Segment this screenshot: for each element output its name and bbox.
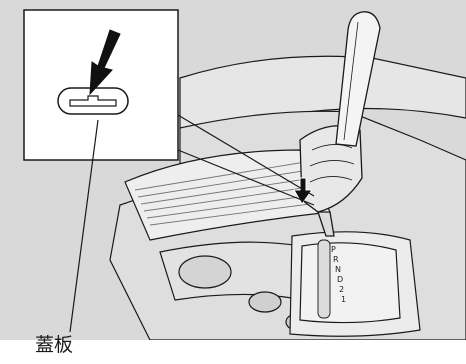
gear-label: D (337, 275, 343, 284)
gear-label: 1 (341, 295, 346, 304)
callout-inset (24, 10, 178, 160)
slot-cover-label: 蓋板 (35, 331, 95, 359)
gear-label: N (335, 265, 341, 274)
gear-label: R (333, 255, 339, 264)
gear-label: 2 (339, 285, 344, 294)
shift-gate-slot (318, 240, 330, 318)
gear-label: P (331, 245, 336, 254)
